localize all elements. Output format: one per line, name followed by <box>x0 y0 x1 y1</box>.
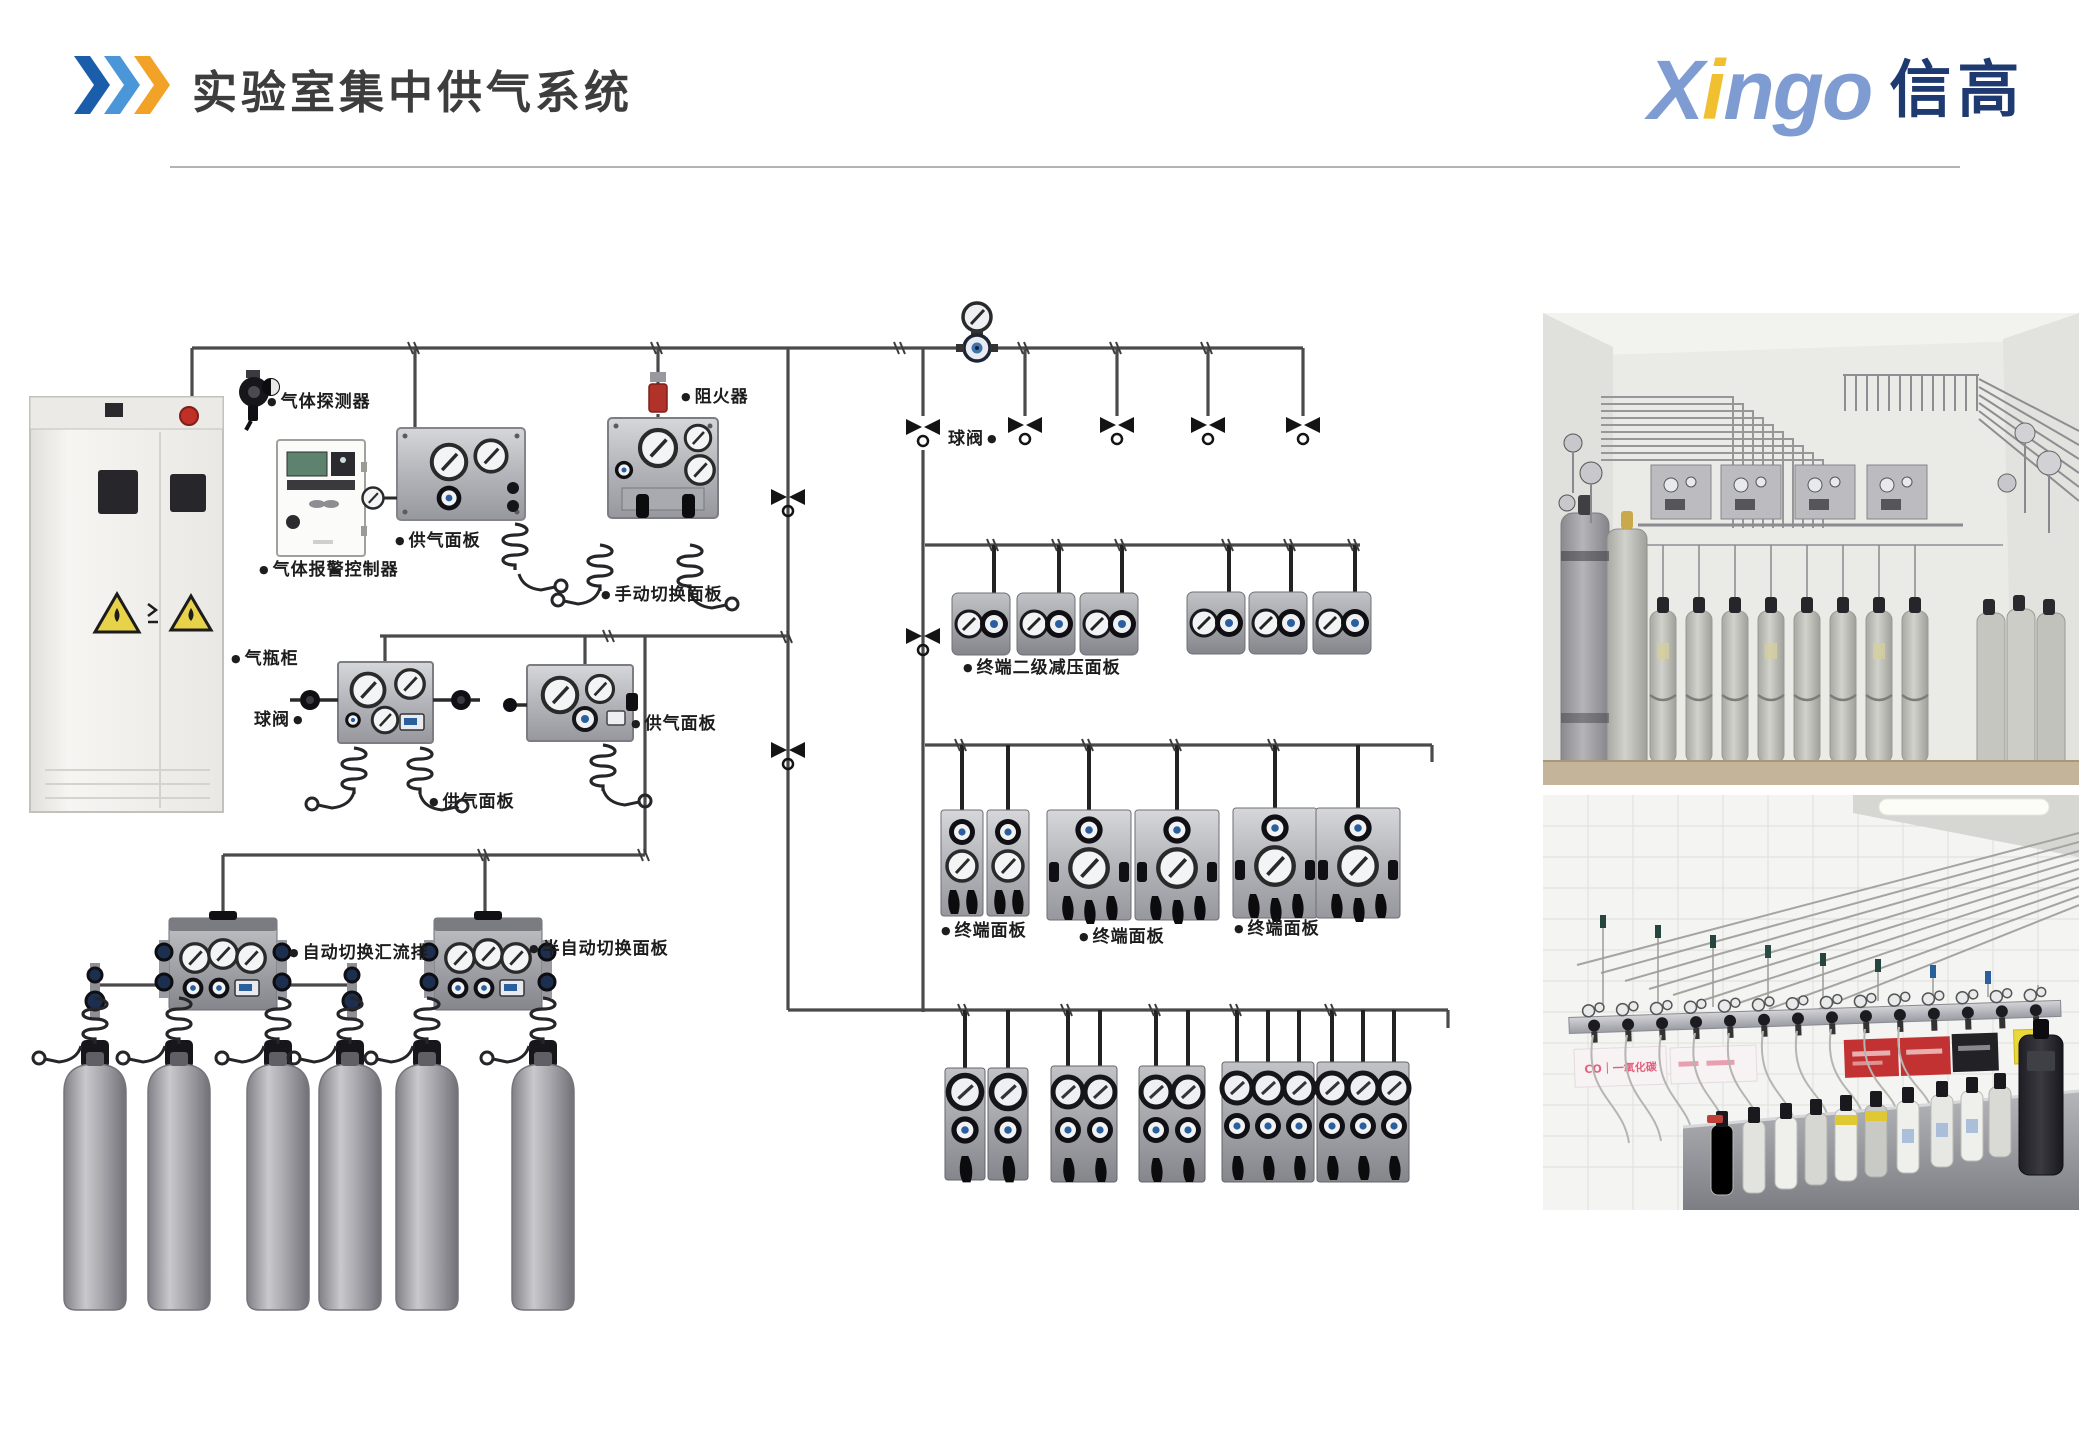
terminal-panels <box>941 808 1400 924</box>
logo-cn: 信高 <box>1889 53 2026 126</box>
logo-letter: ngo <box>1723 43 1873 137</box>
label-auto-switch-manifold: ●自动切换汇流排 <box>289 943 429 963</box>
label-terminal-panel-a: ●终端面板 <box>941 921 1027 941</box>
label-terminal-panel-b: ●终端面板 <box>1079 927 1165 947</box>
label-gas-detector: ●气体探测器 <box>267 392 371 412</box>
supply-panel-mid-a <box>290 661 480 814</box>
label-flame-arrester: ●阻火器 <box>681 387 749 407</box>
photo-cylinder-room <box>1543 313 2079 785</box>
label-supply-panel-3: ●供气面板 <box>429 792 515 812</box>
supply-panel-mid-b <box>503 664 653 809</box>
logo-letter: i <box>1702 43 1725 137</box>
label-terminal-two-stage-panel: ●终端二级减压面板 <box>963 658 1121 678</box>
label-ball-valve-right: 球阀● <box>948 429 998 449</box>
gas-sign-text: CO｜一氧化碳 <box>1584 1059 1658 1076</box>
label-ball-valve-left: 球阀● <box>254 710 304 730</box>
logo-letter: X <box>1648 43 1704 137</box>
supply-panel-1 <box>361 427 569 594</box>
manual-switch-panel <box>550 417 740 612</box>
page-title: 实验室集中供气系统 <box>192 66 634 119</box>
label-gas-alarm-controller: ●气体报警控制器 <box>259 560 399 580</box>
chevrons-icon <box>74 56 170 114</box>
header-divider <box>170 166 1960 168</box>
label-cylinder-cabinet: ●气瓶柜 <box>231 649 299 669</box>
outlet-panels <box>945 1062 1409 1182</box>
label-semi-auto-switch-panel: ●半自动切换面板 <box>529 939 669 959</box>
auto-switch-manifold <box>84 911 363 1020</box>
gas-detector <box>239 370 280 431</box>
semi-auto-switch-panel <box>421 911 555 1010</box>
line-regulator <box>956 301 998 363</box>
flame-arrester <box>648 372 668 413</box>
label-supply-panel-1: ●供气面板 <box>395 531 481 551</box>
gas-cylinder-cabinet <box>29 396 224 813</box>
terminal-two-stage-panels <box>950 590 1373 657</box>
label-terminal-panel-c: ●终端面板 <box>1234 919 1320 939</box>
warning-triangle-icon <box>92 591 214 634</box>
gas-cylinders <box>33 998 575 1311</box>
photo-point-of-use-wall: CO｜一氧化碳 <box>1543 795 2079 1210</box>
label-supply-panel-2: ●供气面板 <box>631 714 717 734</box>
pipework <box>93 301 1450 1080</box>
gas-alarm-controller <box>276 439 367 557</box>
label-manual-switch-panel: ●手动切换面板 <box>601 585 723 605</box>
